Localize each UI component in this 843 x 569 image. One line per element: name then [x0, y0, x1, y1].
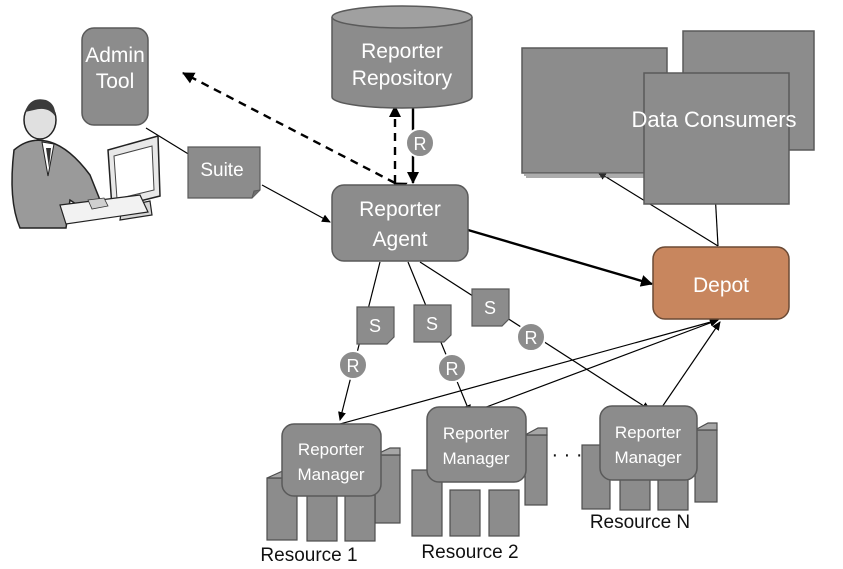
repository-label-line2: Repository — [352, 67, 453, 90]
suite-label: Suite — [200, 160, 243, 181]
connectors — [145, 71, 721, 436]
suite-marker-3: S — [471, 288, 510, 327]
suite-marker-label: S — [484, 298, 496, 318]
suite-marker-label: S — [369, 316, 381, 336]
resource-2-group: Reporter Manager Resource 2 — [411, 406, 548, 563]
depot-node: Depot — [652, 246, 790, 320]
managerN-depot-link — [659, 321, 721, 411]
resource-n-group: Reporter Manager Resource N — [581, 405, 718, 533]
resource-2-label: Resource 2 — [421, 542, 518, 563]
report-marker-label: R — [414, 134, 427, 154]
manager-1-label-line1: Reporter — [298, 440, 364, 459]
data-consumers-label: Data Consumers — [631, 107, 796, 132]
report-marker-label: R — [347, 356, 360, 376]
resource-n-label: Resource N — [590, 512, 690, 533]
manager2-depot-link — [464, 319, 719, 416]
manager-n-label-line2: Manager — [614, 448, 681, 467]
report-marker-label: R — [446, 359, 459, 379]
suite-document: Suite — [187, 146, 261, 199]
suite-marker-2: S — [413, 304, 452, 343]
manager-1-label-line2: Manager — [297, 465, 364, 484]
admin-agent-dashed-link — [182, 71, 408, 194]
admin-tool-label-line1: Admin — [85, 44, 145, 67]
manager-2-label-line1: Reporter — [443, 424, 509, 443]
agent-depot-link — [467, 228, 653, 287]
manager-n-label-line1: Reporter — [615, 423, 681, 442]
agent-label-line2: Agent — [373, 228, 428, 251]
suite-marker-label: S — [426, 314, 438, 334]
report-marker-2: R — [437, 353, 467, 383]
depot-consumers-link-1 — [597, 171, 719, 247]
reporter-manager-1 — [281, 423, 382, 497]
admin-suite-link — [145, 127, 191, 156]
report-marker-label: R — [525, 328, 538, 348]
depot-label: Depot — [693, 274, 749, 297]
suite-marker-1: S — [356, 306, 395, 345]
admin-person-illustration — [11, 99, 161, 229]
reporter-manager-2 — [426, 406, 527, 483]
resource-1-label: Resource 1 — [260, 545, 357, 566]
admin-tool-node: Admin Tool — [81, 27, 149, 126]
report-marker-1: R — [338, 350, 368, 380]
reporter-agent-node: Reporter Agent — [331, 184, 469, 262]
suite-agent-link — [261, 184, 331, 223]
data-consumers-node: Data Consumers — [521, 30, 815, 205]
reporter-repository-node: Reporter Repository — [331, 5, 473, 109]
report-marker-3: R — [516, 322, 546, 352]
manager-2-label-line2: Manager — [442, 449, 509, 468]
manager1-depot-link — [299, 318, 719, 436]
admin-tool-label-line2: Tool — [96, 70, 135, 93]
agent-label-line1: Reporter — [359, 198, 441, 221]
resource-ellipsis: · · · — [551, 444, 582, 466]
reporter-manager-n — [599, 405, 698, 481]
repository-label-line1: Reporter — [361, 40, 443, 63]
resource-1-group: Reporter Manager Resource 1 — [260, 423, 401, 566]
report-marker-repository: R — [405, 128, 435, 158]
